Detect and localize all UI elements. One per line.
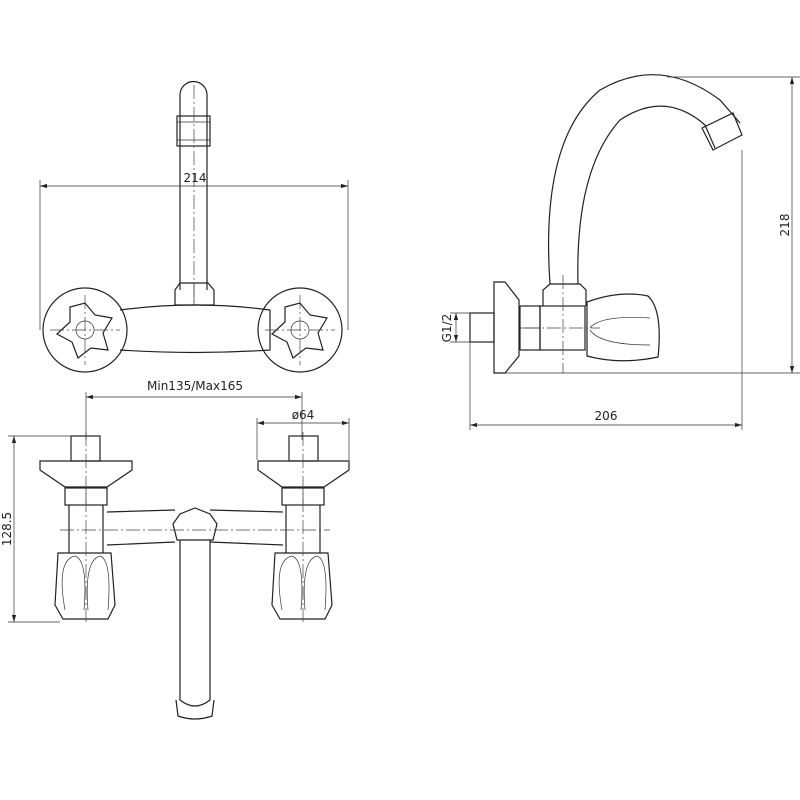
spout-outer xyxy=(547,74,741,285)
spout-tube xyxy=(179,540,211,707)
right-knob xyxy=(271,552,333,620)
dim-rosette-diameter: ø64 xyxy=(292,408,315,422)
left-knob xyxy=(54,552,116,620)
spout-inner xyxy=(577,105,716,285)
thread-connector xyxy=(469,312,495,343)
body xyxy=(106,509,284,546)
dim-projection: 206 xyxy=(595,409,618,423)
front-view: 128.5 xyxy=(0,432,350,720)
left-star-handle xyxy=(55,302,113,359)
left-flange xyxy=(39,460,133,488)
left-rosette xyxy=(42,287,128,373)
dim-front-height: 128.5 xyxy=(0,512,14,546)
dim-total-width: 214 xyxy=(184,171,207,185)
right-flange xyxy=(257,460,350,488)
wall-flange xyxy=(493,281,520,374)
spout-tube xyxy=(179,80,208,290)
side-view: 218 206 G1/2 xyxy=(440,74,800,430)
aerator xyxy=(176,115,211,147)
right-star-handle xyxy=(270,302,328,359)
dim-center-distance: Min135/Max165 xyxy=(147,379,243,393)
dim-side-height: 218 xyxy=(778,214,792,237)
top-view: 214 Min135/Max165 ø64 xyxy=(39,80,350,460)
spout-nut xyxy=(542,283,587,306)
aerator xyxy=(701,112,743,151)
dim-thread: G1/2 xyxy=(440,314,454,343)
body xyxy=(119,304,271,354)
spout-nut xyxy=(172,507,218,541)
knob xyxy=(586,293,660,362)
spout-nut xyxy=(174,282,215,306)
right-rosette xyxy=(257,287,343,373)
